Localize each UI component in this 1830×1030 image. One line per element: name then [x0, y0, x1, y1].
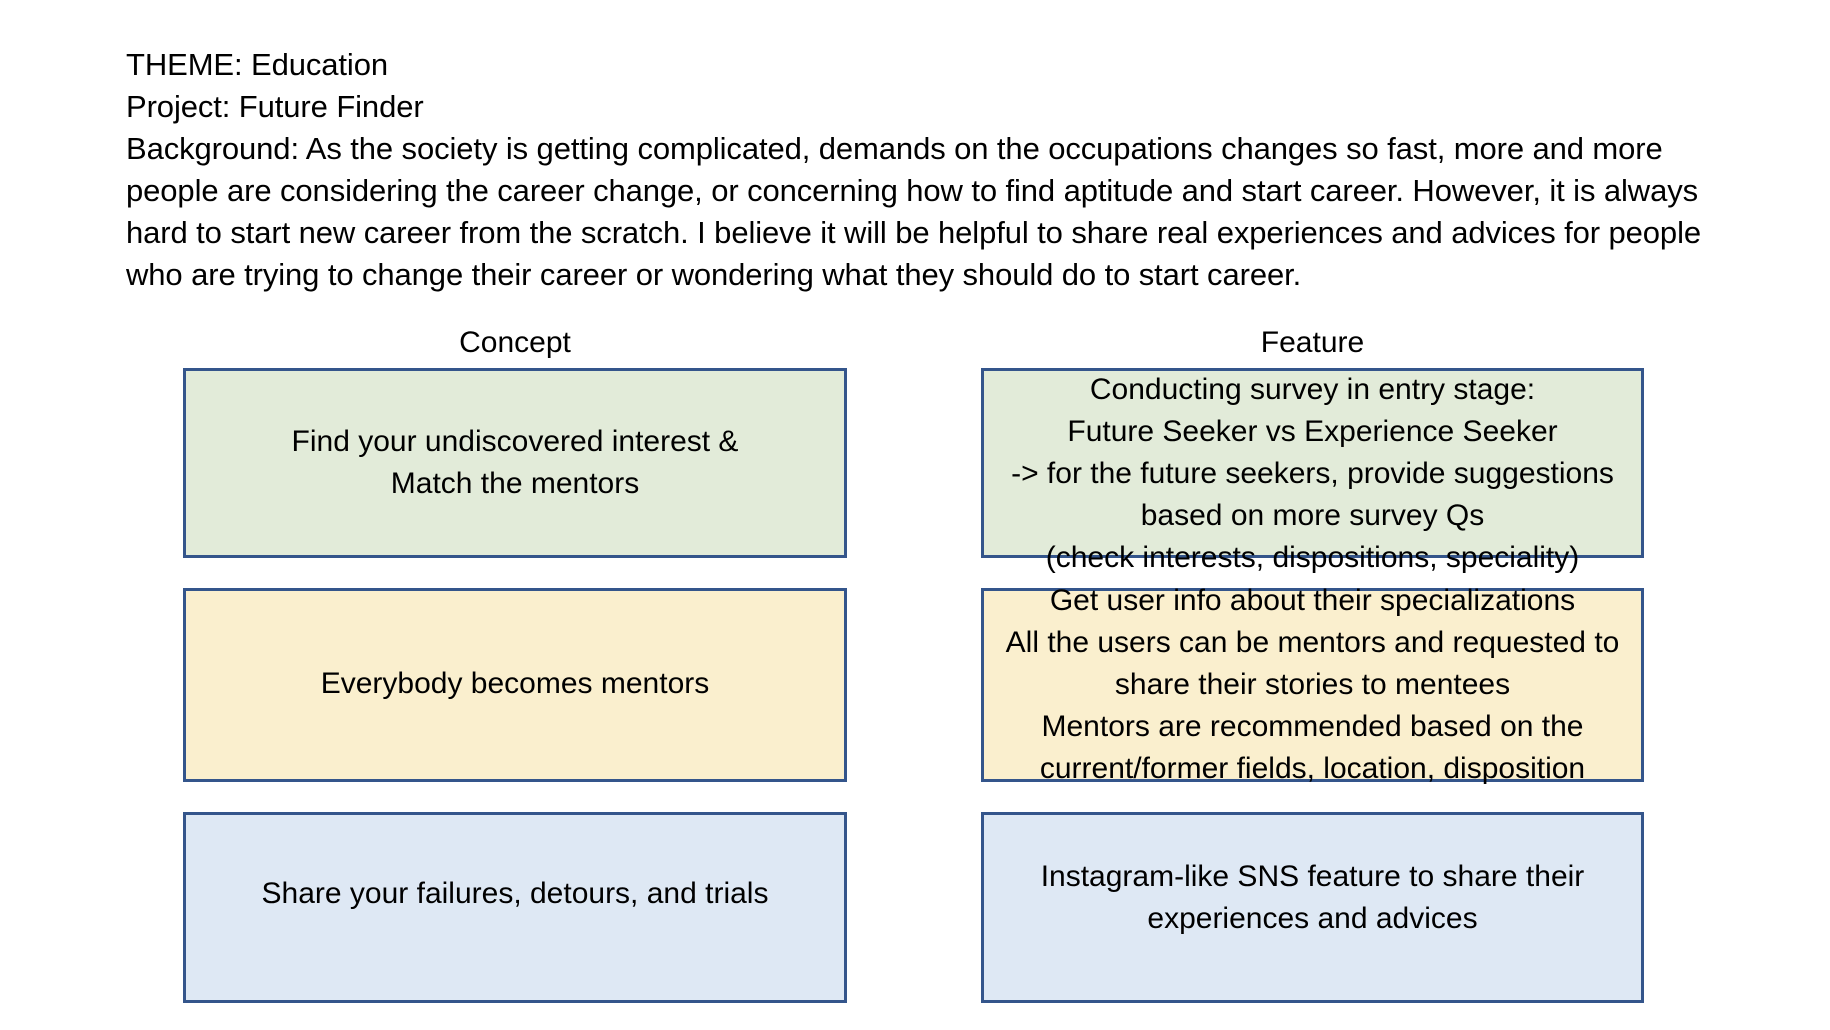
concept-box-2[interactable]: Everybody becomes mentors: [183, 588, 847, 782]
feature-box-3[interactable]: Instagram-like SNS feature to share thei…: [981, 812, 1644, 1003]
feature-box-3-text: Instagram-like SNS feature to share thei…: [1040, 859, 1585, 935]
concept-box-3[interactable]: Share your failures, detours, and trials: [183, 812, 847, 1003]
concept-box-2-text: Everybody becomes mentors: [320, 667, 710, 700]
concept-box-3-text: Share your failures, detours, and trials: [261, 876, 769, 910]
feature-box-2-text: Get user info about their specialization…: [1005, 584, 1620, 785]
column-heading-feature: Feature: [1260, 326, 1365, 359]
concept-box-1[interactable]: Find your undiscovered interest &Match t…: [183, 368, 847, 558]
feature-box-1-text: Conducting survey in entry stage:Future …: [1011, 373, 1614, 574]
background-paragraph: Background: As the society is getting co…: [126, 131, 1701, 292]
theme-line: THEME: Education: [126, 47, 389, 82]
concept-box-1-text: Find your undiscovered interest &Match t…: [291, 425, 739, 500]
column-heading-concept: Concept: [459, 326, 571, 359]
feature-box-1[interactable]: Conducting survey in entry stage:Future …: [981, 368, 1644, 574]
header-block: THEME: Education Project: Future Finder …: [126, 44, 1726, 296]
feature-box-2[interactable]: Get user info about their specialization…: [981, 584, 1644, 785]
project-line: Project: Future Finder: [126, 89, 424, 124]
